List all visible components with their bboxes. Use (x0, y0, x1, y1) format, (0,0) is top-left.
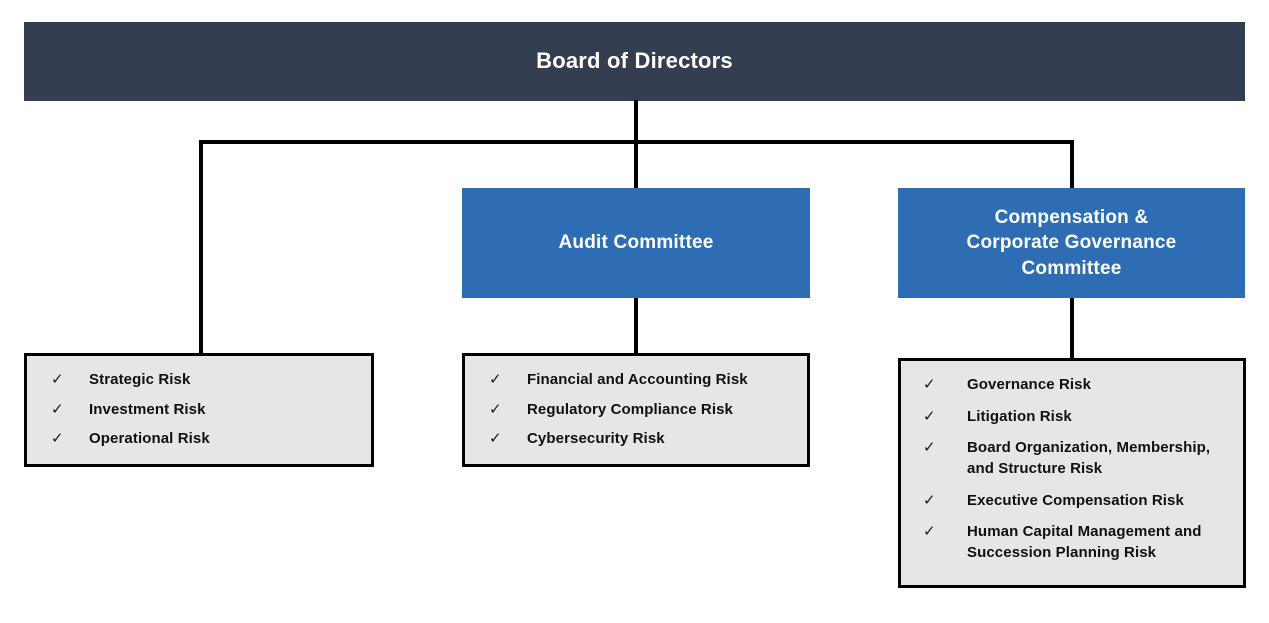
risk-label: Regulatory Compliance Risk (527, 400, 733, 418)
list-item: ✓ Strategic Risk (37, 370, 361, 391)
risk-label: Executive Compensation Risk (967, 491, 1184, 509)
list-item: ✓ Regulatory Compliance Risk (475, 400, 797, 421)
risk-label: Human Capital Management and Succession … (967, 523, 1202, 562)
list-item: ✓ Board Organization, Membership, and St… (911, 438, 1233, 479)
check-icon: ✓ (51, 371, 64, 388)
connector-audit-to-risks (634, 296, 638, 355)
board-risk-list-box: ✓ Strategic Risk ✓ Investment Risk ✓ Ope… (24, 353, 374, 467)
risk-label: Cybersecurity Risk (527, 430, 665, 448)
audit-committee-node: Audit Committee (462, 188, 810, 298)
compensation-risk-list: ✓ Governance Risk ✓ Litigation Risk ✓ Bo… (911, 375, 1233, 564)
risk-label: Investment Risk (89, 400, 206, 418)
check-icon: ✓ (923, 523, 936, 541)
board-of-directors-title: Board of Directors (536, 48, 733, 74)
list-item: ✓ Operational Risk (37, 429, 361, 450)
check-icon: ✓ (923, 407, 936, 425)
list-item: ✓ Litigation Risk (911, 407, 1233, 428)
check-icon: ✓ (489, 430, 502, 448)
list-item: ✓ Financial and Accounting Risk (475, 370, 797, 391)
list-item: ✓ Investment Risk (37, 400, 361, 421)
check-icon: ✓ (489, 400, 502, 418)
check-icon: ✓ (489, 371, 502, 388)
list-item: ✓ Governance Risk (911, 375, 1233, 396)
connector-branch-audit (634, 142, 638, 190)
risk-label: Strategic Risk (89, 371, 191, 388)
risk-label: Operational Risk (89, 430, 210, 448)
check-icon: ✓ (923, 439, 936, 457)
check-icon: ✓ (51, 400, 64, 418)
risk-label: Litigation Risk (967, 407, 1072, 425)
compensation-committee-title: Compensation & Corporate Governance Comm… (966, 207, 1177, 279)
connector-compensation-to-risks (1070, 296, 1074, 360)
compensation-committee-node: Compensation & Corporate Governance Comm… (898, 188, 1245, 298)
board-of-directors-node: Board of Directors (24, 22, 1245, 101)
connector-root-vertical (634, 100, 638, 144)
board-risk-list: ✓ Strategic Risk ✓ Investment Risk ✓ Ope… (37, 370, 361, 450)
list-item: ✓ Executive Compensation Risk (911, 491, 1233, 512)
list-item: ✓ Cybersecurity Risk (475, 429, 797, 450)
audit-risk-list: ✓ Financial and Accounting Risk ✓ Regula… (475, 370, 797, 450)
audit-risk-list-box: ✓ Financial and Accounting Risk ✓ Regula… (462, 353, 810, 467)
connector-branch-compensation (1070, 142, 1074, 190)
compensation-risk-list-box: ✓ Governance Risk ✓ Litigation Risk ✓ Bo… (898, 358, 1246, 588)
risk-label: Board Organization, Membership, and Stru… (967, 439, 1211, 478)
check-icon: ✓ (923, 376, 936, 393)
list-item: ✓ Human Capital Management and Successio… (911, 522, 1233, 563)
risk-label: Financial and Accounting Risk (527, 371, 748, 388)
audit-committee-title: Audit Committee (558, 232, 714, 254)
connector-branch-board-risks (199, 142, 203, 355)
check-icon: ✓ (51, 430, 64, 448)
risk-label: Governance Risk (967, 376, 1092, 393)
check-icon: ✓ (923, 491, 936, 509)
